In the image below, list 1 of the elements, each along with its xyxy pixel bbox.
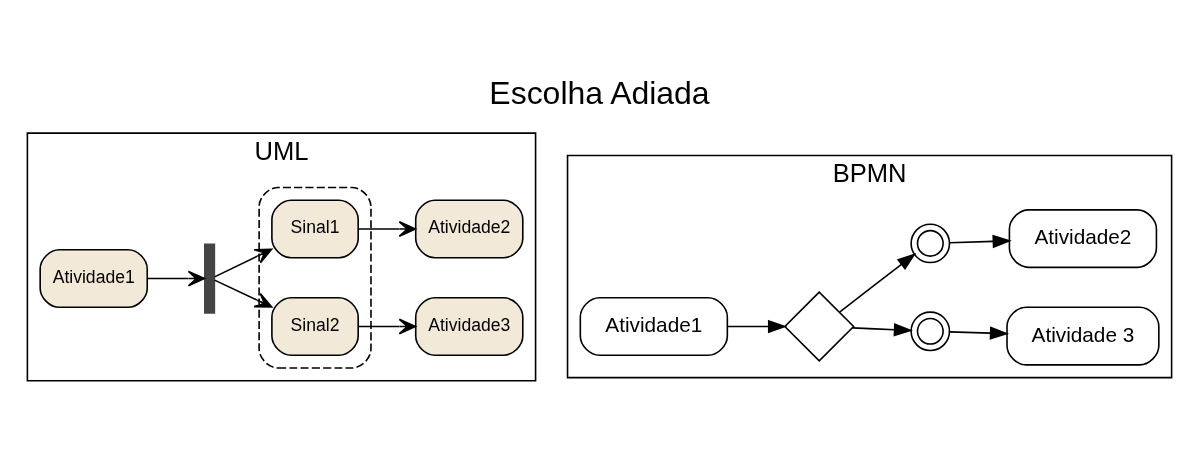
diagram-title: Escolha Adiada (489, 74, 710, 111)
